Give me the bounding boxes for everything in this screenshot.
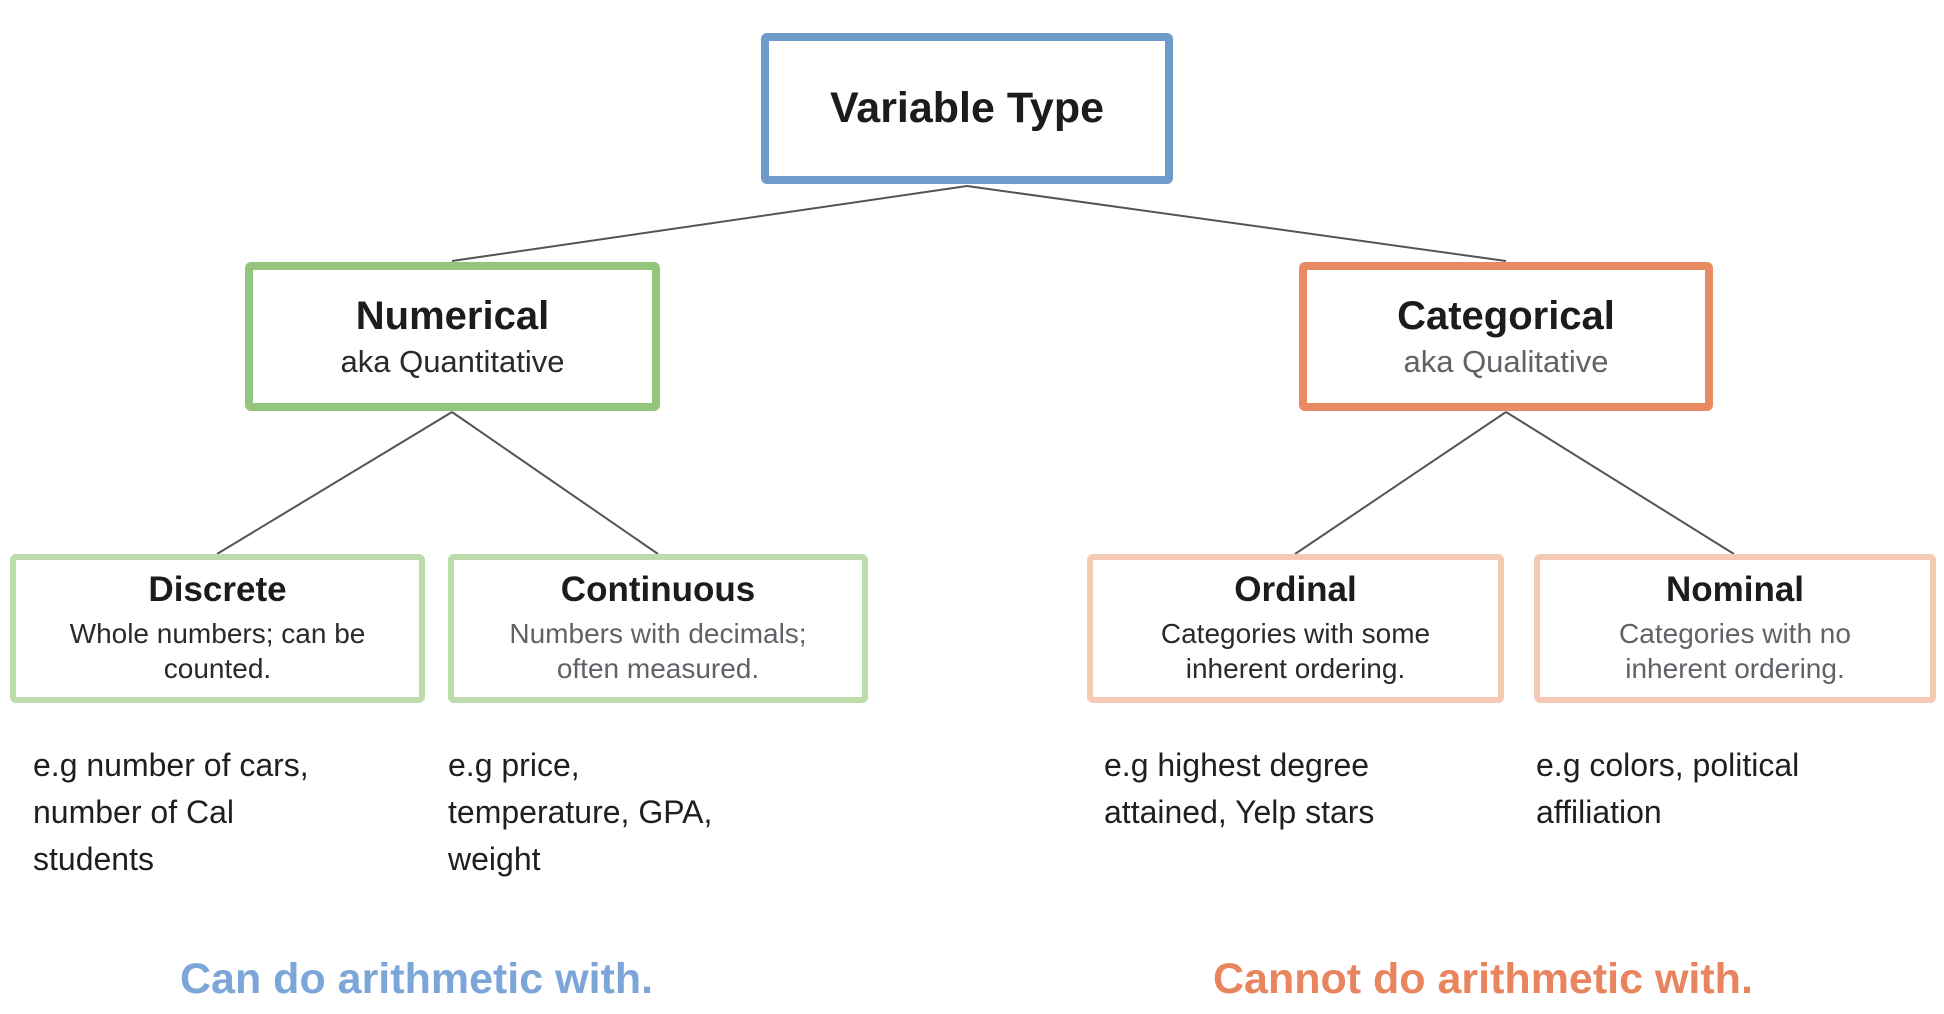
connector-numerical-continuous [451, 411, 659, 555]
example-nominal: e.g colors, political affiliation [1536, 747, 1800, 830]
node-categorical: Categorical aka Qualitative [1299, 262, 1713, 411]
connector-root-categorical [966, 185, 1507, 262]
connector-categorical-nominal [1505, 411, 1735, 555]
connector-numerical-discrete [216, 411, 453, 555]
caption-cannot-do-arithmetic: Cannot do arithmetic with. [1213, 955, 1753, 1003]
connector-categorical-ordinal [1294, 411, 1507, 555]
caption-can-do-arithmetic: Can do arithmetic with. [180, 955, 654, 1003]
node-nominal: Nominal Categories with no inherent orde… [1534, 554, 1936, 703]
connector-root-numerical [451, 185, 968, 262]
node-title: Discrete [148, 570, 287, 610]
node-title: Nominal [1665, 570, 1805, 610]
node-continuous: Continuous Numbers with decimals; often … [448, 554, 868, 703]
node-subtitle: Numbers with decimals; often measured. [509, 617, 807, 684]
node-subtitle: aka Quantitative [340, 343, 565, 379]
node-discrete: Discrete Whole numbers; can be counted. [10, 554, 425, 703]
example-ordinal: e.g highest degree attained, Yelp stars [1104, 747, 1375, 830]
node-subtitle: aka Qualitative [1403, 343, 1609, 379]
node-title: Categorical [1397, 293, 1615, 338]
example-discrete: e.g number of cars, number of Cal studen… [33, 747, 309, 877]
node-title: Numerical [355, 293, 550, 338]
node-subtitle: Categories with some inherent ordering. [1160, 617, 1431, 684]
node-title: Ordinal [1234, 570, 1357, 610]
node-subtitle: Whole numbers; can be counted. [69, 617, 366, 684]
node-title: Variable Type [829, 83, 1105, 132]
node-title: Continuous [560, 570, 756, 610]
node-ordinal: Ordinal Categories with some inherent or… [1087, 554, 1504, 703]
example-continuous: e.g price, temperature, GPA, weight [448, 747, 713, 877]
node-numerical: Numerical aka Quantitative [245, 262, 660, 411]
node-variable-type: Variable Type [761, 33, 1173, 184]
node-subtitle: Categories with no inherent ordering. [1619, 617, 1851, 684]
